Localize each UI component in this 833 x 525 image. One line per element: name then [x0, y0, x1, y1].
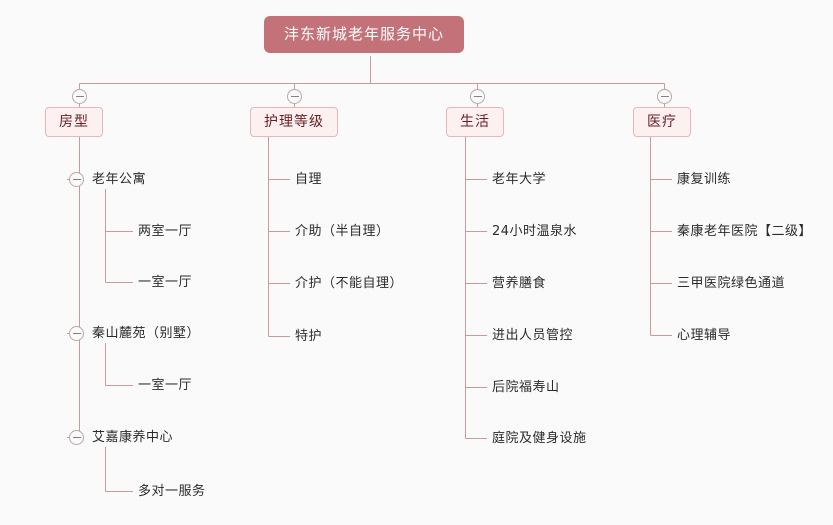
- branch-node-care-level[interactable]: 护理等级: [250, 107, 338, 137]
- leaf-node-psychological-counseling[interactable]: 心理辅导: [677, 328, 732, 343]
- branch-node-housing-type[interactable]: 房型: [45, 107, 103, 137]
- leaf-node-24h-hot-spring-water[interactable]: 24小时温泉水: [492, 224, 578, 239]
- collapse-minus-icon-senior-apartment[interactable]: [69, 172, 84, 187]
- leaf-node-courtyard-fitness[interactable]: 庭院及健身设施: [492, 431, 587, 446]
- leaf-node-one-bed-one-living-a[interactable]: 一室一厅: [138, 275, 193, 290]
- branch-node-life[interactable]: 生活: [446, 107, 504, 137]
- collapse-minus-icon-branch-4[interactable]: [657, 89, 672, 104]
- collapse-minus-icon-qinshan-villa[interactable]: [69, 326, 84, 341]
- branch-node-medical[interactable]: 医疗: [633, 107, 691, 137]
- leaf-node-nutritious-meals[interactable]: 营养膳食: [492, 276, 547, 291]
- leaf-node-self-care[interactable]: 自理: [295, 172, 323, 187]
- child-node-senior-apartment[interactable]: 老年公寓: [92, 172, 147, 187]
- collapse-minus-icon-branch-3[interactable]: [470, 89, 485, 104]
- leaf-node-two-bed-one-living-a[interactable]: 两室一厅: [138, 224, 193, 239]
- child-node-aijia-center[interactable]: 艾嘉康养中心: [92, 430, 174, 445]
- leaf-node-nursing-care[interactable]: 介护（不能自理）: [295, 276, 404, 291]
- leaf-node-backyard-fushou-hill[interactable]: 后院福寿山: [492, 380, 560, 395]
- root-node[interactable]: 沣东新城老年服务中心: [264, 16, 465, 53]
- collapse-minus-icon-aijia-center[interactable]: [69, 430, 84, 445]
- leaf-node-special-care[interactable]: 特护: [295, 329, 323, 344]
- child-node-qinshan-villa[interactable]: 秦山麓苑（别墅）: [92, 326, 201, 341]
- leaf-node-rehab-training[interactable]: 康复训练: [677, 172, 732, 187]
- leaf-node-assisted-care[interactable]: 介助（半自理）: [295, 224, 390, 239]
- leaf-node-one-bed-one-living-b[interactable]: 一室一厅: [138, 378, 193, 393]
- leaf-node-grade3a-green-channel[interactable]: 三甲医院绿色通道: [677, 276, 786, 291]
- leaf-node-qinkang-hospital[interactable]: 秦康老年医院【二级】: [677, 224, 813, 239]
- collapse-minus-icon-branch-1[interactable]: [72, 89, 87, 104]
- collapse-minus-icon-branch-2[interactable]: [287, 89, 302, 104]
- leaf-node-access-control[interactable]: 进出人员管控: [492, 328, 574, 343]
- leaf-node-senior-university[interactable]: 老年大学: [492, 172, 547, 187]
- leaf-node-many-to-one-service[interactable]: 多对一服务: [138, 484, 206, 499]
